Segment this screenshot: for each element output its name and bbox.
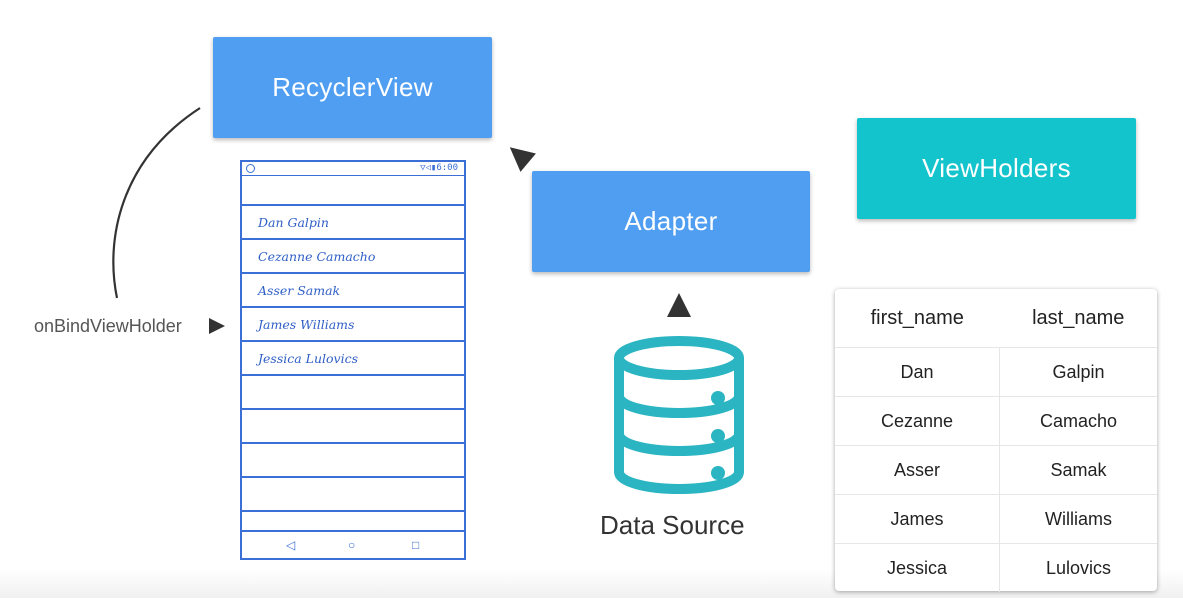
phone-list-item: Cezanne Camacho [242,240,464,274]
nav-back-icon: ◁ [286,538,296,552]
header-last-name: last_name [1032,306,1125,329]
db-band-2 [614,432,744,457]
phone-list-item [242,478,464,512]
adapter-label: Adapter [624,206,718,236]
cell-first-name: James [835,494,1000,544]
recyclerview-label: RecyclerView [272,72,433,102]
db-light-2 [711,429,725,443]
cell-last-name: Lulovics [999,543,1157,592]
db-light-1 [711,391,725,405]
status-dot-icon [246,164,255,173]
cell-last-name: Williams [999,494,1157,544]
database-icon [614,336,744,494]
phone-list-item [242,376,464,410]
cell-first-name: Cezanne [835,396,1000,446]
status-icons: ▽◁▮6:00 [420,163,458,173]
phone-list-item [242,444,464,478]
nav-home-icon: ○ [348,538,356,552]
datasource-label: Data Source [600,510,745,540]
phone-list-item: James Williams [242,308,464,342]
cell-first-name: Jessica [835,543,1000,592]
cell-last-name: Galpin [999,347,1157,397]
arrow-bind-icon [209,318,225,334]
phone-list-item: Asser Samak [242,274,464,308]
onbindviewholder-label: onBindViewHolder [34,316,182,336]
db-band-1 [614,394,744,419]
cell-last-name: Camacho [999,396,1157,446]
db-light-3 [711,466,725,480]
phone-list-item [242,410,464,444]
cell-first-name: Dan [835,347,1000,397]
header-first-name: first_name [870,306,964,329]
cell-first-name: Asser [835,445,1000,495]
recyclerview-box: RecyclerView [213,37,492,138]
bind-curve [112,107,201,299]
phone-nav-bar: ◁ ○ □ [242,530,464,558]
nav-recents-icon: □ [412,538,420,552]
adapter-box: Adapter [532,171,810,272]
phone-toolbar [242,176,464,206]
viewholders-label: ViewHolders [922,153,1071,183]
db-body [614,358,744,494]
arrow-datasource-to-adapter-icon [667,293,691,317]
table-header-row: first_name last_name [835,289,1157,348]
phone-list-item: Dan Galpin [242,206,464,240]
cell-last-name: Samak [999,445,1157,495]
viewholders-box: ViewHolders [857,118,1136,219]
db-top [614,336,744,380]
phone-status-bar: ▽◁▮6:00 [242,162,464,176]
phone-list-item: Jessica Lulovics [242,342,464,376]
